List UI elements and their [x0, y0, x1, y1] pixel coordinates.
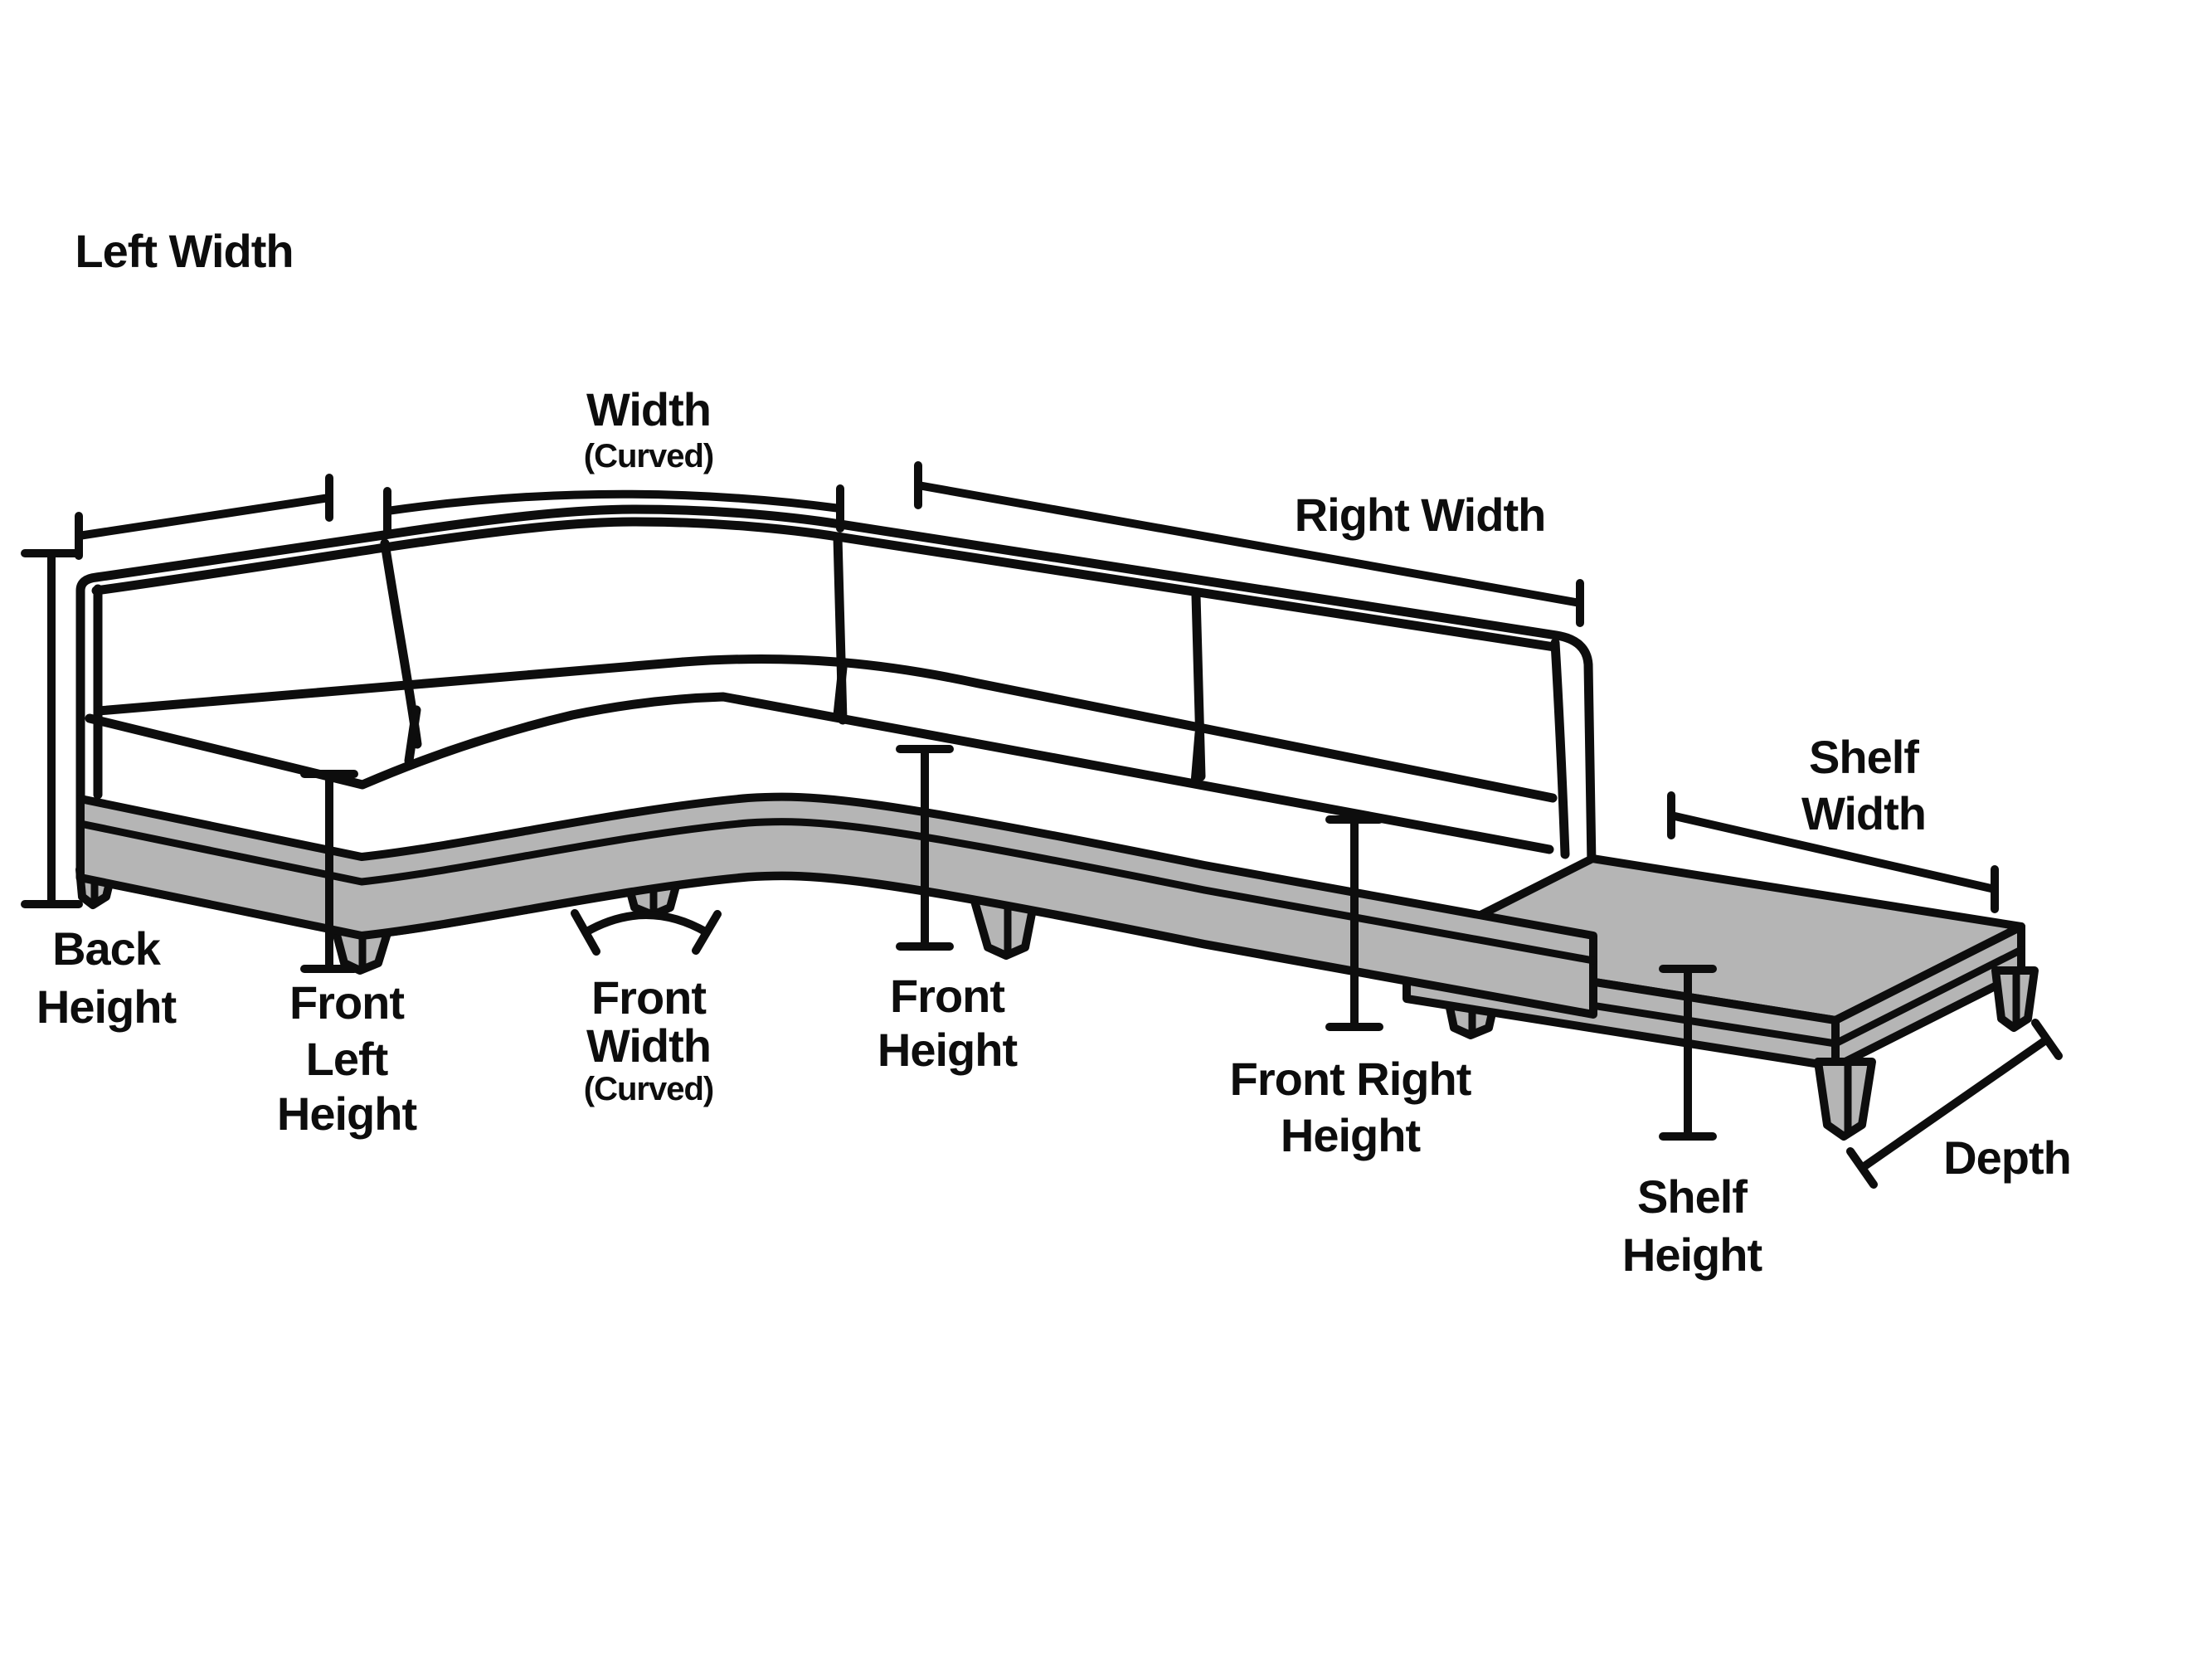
front-right-height-dimension-line	[1325, 815, 1383, 1031]
shelf-height-label-line1: Shelf	[1637, 1170, 1748, 1223]
dimension-labels: Left Width Width (Curved) Right Width Sh…	[36, 225, 2072, 1281]
seat-front-edge	[85, 692, 1554, 854]
base-rail	[76, 792, 1597, 1019]
left-width-label: Left Width	[75, 225, 293, 277]
right-width-label: Right Width	[1295, 489, 1546, 541]
seat-seam-2	[833, 663, 848, 720]
shelf-width-dimension-line	[1667, 791, 1999, 913]
front-right-height-label-line1: Front Right	[1230, 1053, 1471, 1105]
shelf-height-label-line2: Height	[1622, 1228, 1762, 1281]
width-curved-dimension-line	[383, 484, 844, 535]
front-left-height-label-line3: Height	[277, 1087, 417, 1140]
back-inner-top-edge	[91, 517, 1559, 652]
front-height-label-line2: Height	[878, 1024, 1018, 1076]
arm-left-edge	[1550, 638, 1570, 859]
front-height-label-line1: Front	[890, 970, 1004, 1022]
front-width-curved-label-line2: Width	[586, 1019, 711, 1072]
sofa-illustration	[75, 504, 2039, 1141]
seat-seam-3	[1190, 728, 1204, 788]
seat-back-line	[94, 657, 688, 716]
back-height-label-line1: Back	[52, 922, 162, 975]
front-width-curved-dimension-line	[571, 909, 722, 956]
base-rail-inner-line	[76, 818, 1597, 965]
shelf-width-label-line1: Shelf	[1809, 731, 1919, 783]
front-left-height-dimension-line	[300, 770, 358, 973]
depth-dimension-line	[1846, 1019, 2063, 1189]
front-left-height-label-line1: Front	[289, 976, 404, 1029]
back-height-label-line2: Height	[36, 980, 177, 1033]
right-width-dimension-line	[914, 461, 1584, 627]
backrest-bottom-right	[678, 654, 1558, 803]
front-width-curved-label-line3: (Curved)	[584, 1071, 713, 1107]
front-left-height-label-line2: Left	[306, 1033, 388, 1085]
shelf-height-dimension-line	[1659, 965, 1717, 1141]
front-width-curved-label-line1: Front	[591, 971, 706, 1024]
front-height-dimension-line	[896, 745, 954, 951]
seat-seam-1	[404, 705, 421, 766]
width-curved-label-line1: Width	[586, 383, 711, 435]
shelf-width-label-line2: Width	[1801, 787, 1926, 839]
back-height-dimension-line	[21, 549, 83, 908]
depth-label: Depth	[1943, 1131, 2071, 1184]
shelf	[1403, 854, 2039, 1141]
left-width-dimension-line	[75, 474, 333, 560]
dimension-lines	[21, 461, 2063, 1189]
width-curved-label-line2: (Curved)	[584, 438, 713, 474]
front-right-height-label-line2: Height	[1281, 1109, 1421, 1161]
